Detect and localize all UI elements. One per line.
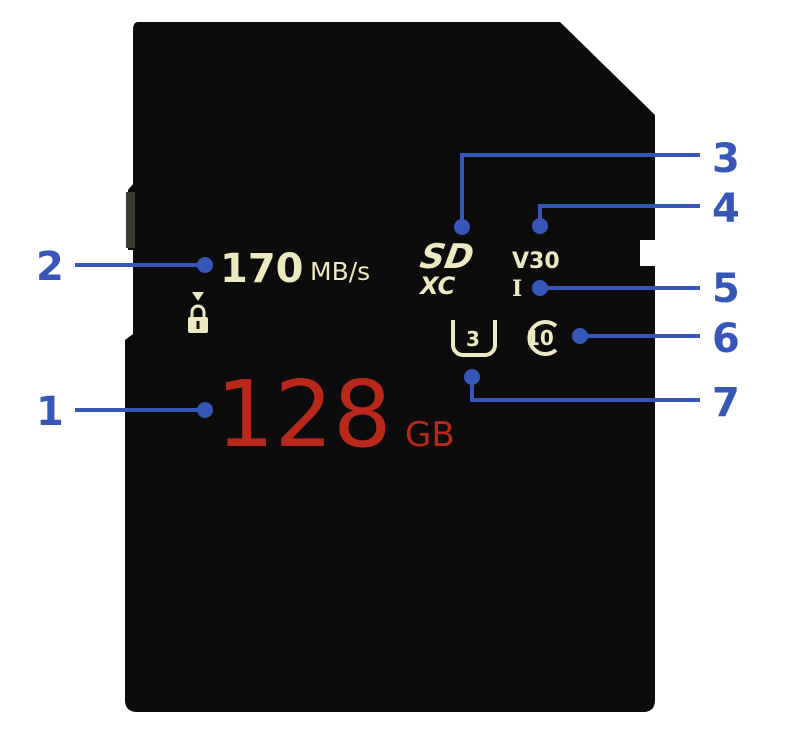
callout-4: 4 <box>712 186 740 232</box>
sd-card-body <box>125 22 655 712</box>
lock-icon <box>188 292 208 333</box>
speed-class-icon: 10 <box>526 320 558 356</box>
callout-1: 1 <box>36 389 64 435</box>
uhs-speed-class-icon: 3 <box>451 320 497 357</box>
video-speed-class: V30 <box>512 249 560 274</box>
callout-dots <box>197 218 588 418</box>
callout-6: 6 <box>712 316 740 362</box>
sd-logo: SD <box>417 237 477 277</box>
callout-7: 7 <box>712 380 740 426</box>
svg-text:10: 10 <box>526 326 554 350</box>
uhs-bus-class: I <box>512 276 522 302</box>
speed-value: 170 <box>220 246 304 292</box>
capacity-unit: GB <box>405 415 455 455</box>
callout-2: 2 <box>36 244 64 290</box>
callout-lines <box>75 153 700 412</box>
callout-5: 5 <box>712 266 740 312</box>
xc-logo: XC <box>418 272 456 300</box>
capacity-value: 128 <box>216 361 392 468</box>
speed-unit: MB/s <box>310 257 370 286</box>
svg-text:3: 3 <box>466 327 480 351</box>
callout-3: 3 <box>712 136 740 182</box>
write-protect-switch[interactable] <box>126 192 135 248</box>
